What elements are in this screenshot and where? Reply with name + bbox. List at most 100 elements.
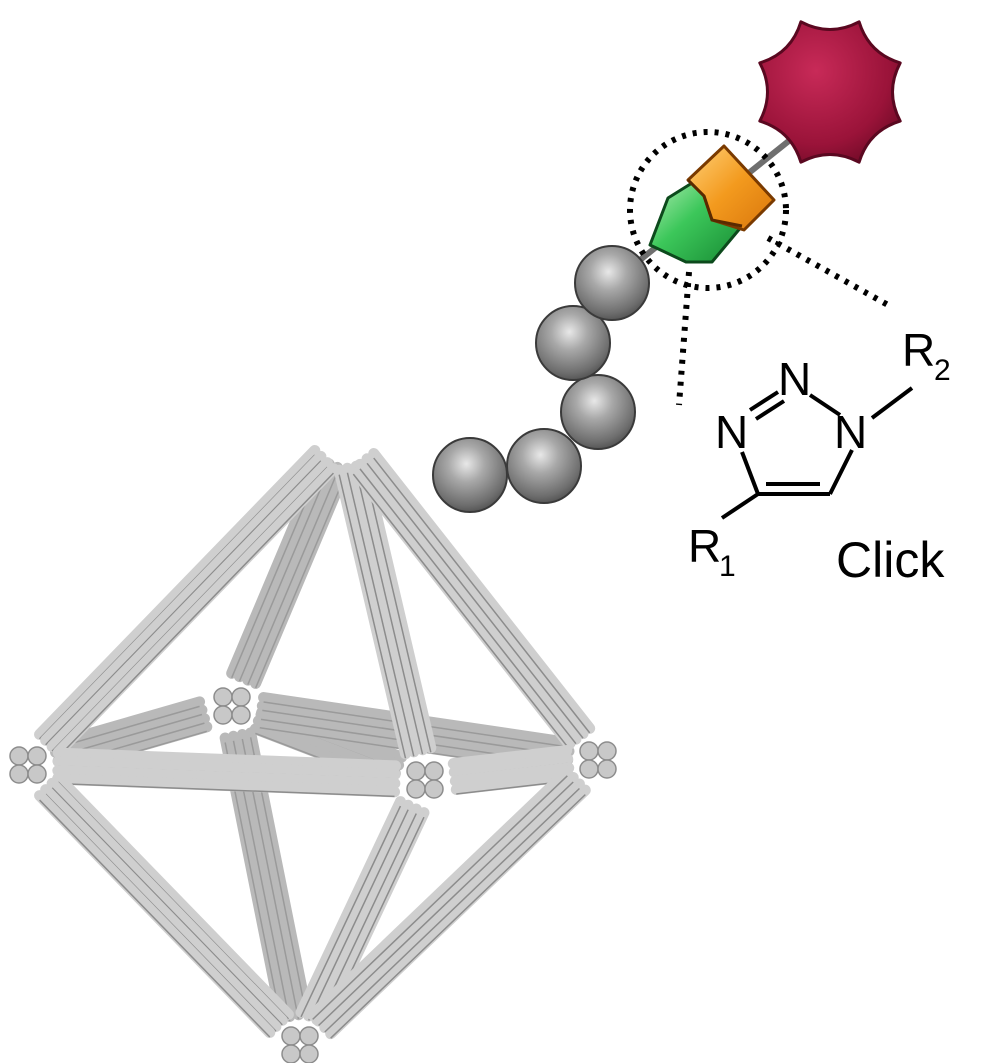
rod-end-cap — [27, 764, 47, 784]
bond-n1-r2 — [870, 386, 914, 420]
dna-helix-rod — [354, 458, 582, 745]
dna-origami-octahedron — [9, 444, 617, 1063]
dna-helix-rod-edge — [363, 468, 432, 753]
dna-helix-rod-edge — [247, 471, 339, 685]
bead-linker — [432, 137, 792, 513]
bond-n1-c5 — [828, 449, 854, 495]
atom-r1-subscript: 1 — [719, 550, 736, 583]
dna-helix-rod — [368, 448, 596, 734]
dna-helix-rod — [358, 458, 437, 754]
dna-helix-rod-edge — [57, 472, 334, 758]
dna-helix-rod-edge — [373, 457, 591, 734]
rod-end-cap — [406, 761, 426, 781]
dna-helix-rod-edge — [318, 781, 574, 1027]
zoom-line-right — [766, 235, 890, 308]
linker-bead — [535, 305, 611, 381]
atom-n-left: N — [715, 406, 748, 458]
click-caption: Click — [836, 532, 945, 588]
rod-end-cap — [231, 705, 251, 725]
dna-helix-rod — [313, 771, 579, 1027]
dna-helix-rod-edge — [254, 474, 347, 689]
rod-end-cap — [597, 741, 617, 761]
dna-helix-rod-edge — [338, 474, 407, 759]
linker-bead — [432, 437, 508, 513]
click-handle — [648, 144, 776, 264]
dna-helix-rod — [361, 453, 589, 740]
dna-helix-rod-edge — [52, 705, 200, 750]
dna-helix-rod — [319, 778, 585, 1034]
rod-end-cap — [299, 1026, 319, 1046]
highlight-circle — [627, 129, 789, 291]
triazole-structure: N N N R 1 R 2 Click — [688, 324, 951, 588]
bond-n2-n3-a — [748, 390, 780, 412]
rod-end-cap — [597, 759, 617, 779]
dna-helix-rod-edge — [346, 472, 415, 757]
rod-end-cap — [9, 764, 29, 784]
dna-helix-rod-edge — [300, 805, 402, 1018]
dna-helix-rod — [52, 463, 339, 759]
rod-end-cap — [9, 746, 29, 766]
cargo-shape — [758, 20, 902, 164]
dna-helix-rod — [333, 464, 412, 760]
rod-end-cap — [281, 1044, 301, 1063]
dna-helix-rod — [303, 799, 414, 1022]
atom-n-top: N — [778, 353, 811, 405]
dna-helix-rod — [40, 784, 282, 1033]
dna-helix-rod — [449, 762, 575, 787]
bond-c4-n3 — [740, 451, 760, 495]
dna-helix-rod — [52, 771, 294, 1020]
atom-r2-letter: R — [902, 324, 935, 376]
rod-end-cap — [406, 779, 426, 799]
dna-helix-rod-edge — [312, 775, 568, 1020]
rod-end-cap — [213, 687, 233, 707]
dna-helix-rod — [325, 784, 591, 1040]
dna-helix-rod — [307, 765, 573, 1021]
dna-helix-rod-edge — [355, 470, 424, 755]
dna-helix-rod — [311, 803, 422, 1026]
dna-helix-rod — [52, 756, 401, 780]
dna-helix-rod — [52, 747, 402, 772]
dna-helix-rod — [347, 464, 575, 750]
atom-r2-subscript: 2 — [934, 354, 951, 387]
dna-helix-rod — [52, 765, 401, 789]
atom-r1-letter: R — [688, 520, 721, 572]
rod-end-cap — [281, 1026, 301, 1046]
dna-helix-rod — [34, 790, 276, 1039]
dna-helix-rod-edge — [39, 799, 271, 1038]
bond-c4-r1 — [720, 492, 760, 520]
rod-end-cap — [424, 761, 444, 781]
dna-helix-rod-edge — [57, 782, 395, 798]
rod-end-cap — [27, 746, 47, 766]
atom-n-right: N — [834, 406, 867, 458]
dna-helix-rod — [50, 704, 208, 758]
dna-helix-rod — [46, 777, 288, 1026]
linker-bead — [506, 428, 582, 504]
dna-helix-rod — [234, 458, 335, 683]
bond-n2-n1 — [808, 393, 842, 417]
dna-helix-rod — [295, 796, 406, 1018]
dna-helix-rod — [51, 773, 401, 798]
dna-helix-rod-edge — [359, 468, 577, 745]
linker-bead — [560, 374, 636, 450]
dna-helix-rod — [341, 462, 420, 758]
dna-helix-rod — [250, 465, 351, 689]
linker-bead — [574, 245, 650, 321]
rod-end-cap — [579, 741, 599, 761]
rod-end-cap — [579, 759, 599, 779]
dna-helix-rod-edge — [308, 809, 409, 1021]
dna-helix-rod-edge — [352, 473, 570, 750]
dna-helix-rod — [40, 450, 327, 746]
zoom-line-left — [676, 271, 692, 406]
dna-helix-rod — [46, 457, 333, 753]
bond-n2-n3-b — [754, 399, 786, 421]
dna-helix-rod — [242, 461, 343, 686]
dna-helix-rod-edge — [330, 794, 586, 1039]
dna-helix-rod-edge — [238, 468, 330, 682]
dna-helix-rod — [350, 460, 429, 756]
dna-helix-rod — [450, 770, 576, 795]
dna-helix-rod — [34, 444, 321, 740]
dna-helix-rod — [447, 745, 573, 770]
dna-helix-rod-edge — [366, 462, 584, 739]
rod-end-cap — [424, 779, 444, 799]
